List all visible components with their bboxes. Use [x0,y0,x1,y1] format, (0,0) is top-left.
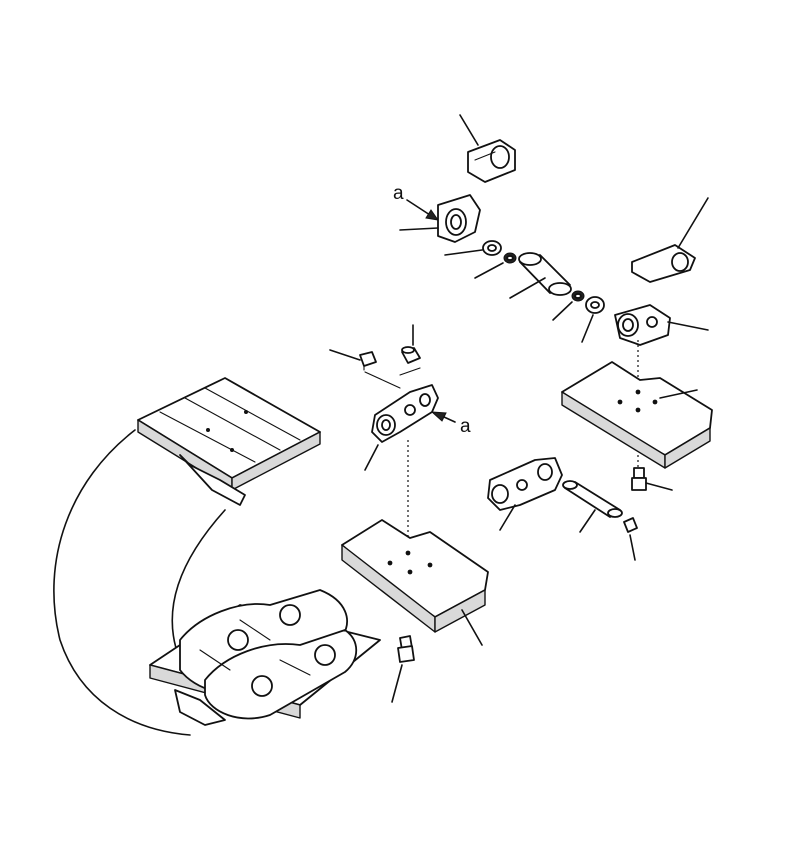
master-link-half-left [437,194,481,243]
bushing-tube [562,480,623,518]
dowel-pin [401,346,421,364]
leader-line-bolt-right [645,482,673,491]
leader-line-seal-ring-2 [581,314,594,343]
track-shoe-right [561,361,713,469]
master-link-right [487,457,563,511]
ref-arrow-a-lower [443,416,456,423]
link-cover-right [631,244,696,283]
bushing-ring-1 [503,252,517,264]
nut-right [623,517,638,533]
guide-line-dowel [364,367,421,389]
seal-ring-2 [585,296,605,314]
leader-line-pin [509,277,546,299]
ref-arrow-a-upper [406,199,431,216]
track-chain-assembly [53,377,381,736]
leader-line-bolt-center [391,664,403,703]
leader-line-link-half-right [667,321,709,331]
leader-line-cover-upper [459,114,479,146]
leader-line-nut-small [329,349,361,361]
master-link-center [371,384,439,443]
leader-line-shoe-right [659,389,698,399]
link-cover-upper [467,139,516,183]
track-shoe-center [341,519,489,633]
leader-line-bushing-tube [579,509,596,533]
nut-small [359,351,377,371]
seal-ring-1 [482,240,502,256]
leader-line-master-link-right [499,504,516,531]
master-link-half-right [614,304,671,346]
ref-arrowhead-a-upper [425,209,440,221]
bushing-ring-2 [571,290,585,302]
leader-line-bushing-ring-2 [552,301,573,321]
leader-line-master-link-center [364,444,379,471]
track-pin [518,252,572,296]
leader-line-link-half-left [399,227,439,231]
leader-line-bushing-ring-1 [474,262,504,279]
leader-line-seal-ring-1 [444,249,483,256]
leader-line-cover-right [677,197,709,249]
shoe-bolt-right [631,467,647,491]
leader-line-nut-right [629,534,636,561]
ref-label-a-lower: a [460,416,471,437]
shoe-bolt-center [397,635,415,663]
ref-label-a-upper: a [393,183,404,204]
leader-line-shoe-center [461,609,483,646]
